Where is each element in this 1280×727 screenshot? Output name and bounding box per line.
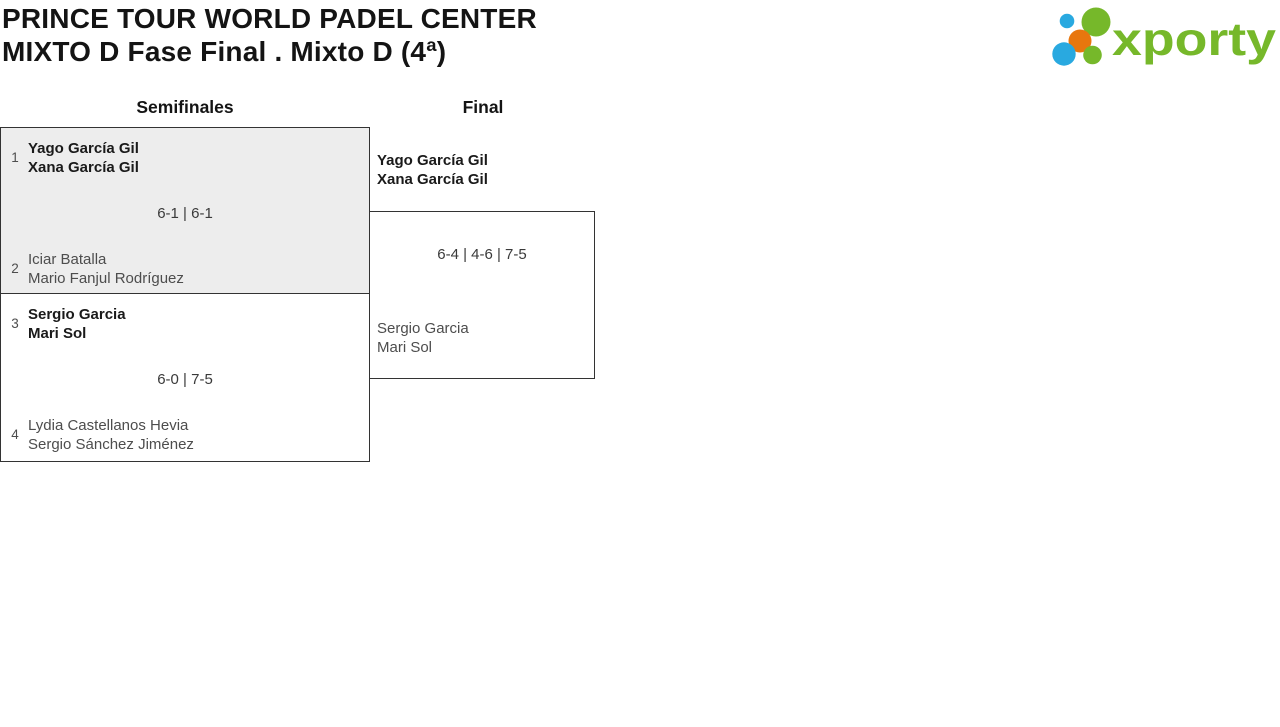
final-team-name: Yago García Gil Xana García Gil (377, 151, 488, 189)
team-name-line: Xana García Gil (28, 159, 139, 176)
final-match-score: 6-4 | 4-6 | 7-5 (437, 246, 527, 263)
team-name: Lydia Castellanos Hevia Sergio Sánchez J… (28, 416, 194, 454)
team-name: Sergio Garcia Mari Sol (28, 305, 126, 343)
page-title: PRINCE TOUR WORLD PADEL CENTER MIXTO D F… (2, 2, 537, 68)
logo-dots-icon (1052, 7, 1111, 66)
final-team-name: Sergio Garcia Mari Sol (377, 319, 469, 357)
seed-number: 1 (11, 150, 19, 165)
seed-number: 3 (11, 316, 19, 331)
semifinal-1-match: 1 Yago García Gil Xana García Gil 6-1 | … (0, 127, 370, 294)
team-name: Iciar Batalla Mario Fanjul Rodríguez (28, 250, 184, 288)
team-name-line: Lydia Castellanos Hevia (28, 417, 189, 434)
team-name-line: Sergio Garcia (28, 306, 126, 323)
match-score: 6-0 | 7-5 (157, 371, 213, 388)
team-name-line: Sergio Garcia (377, 320, 469, 337)
round-header-semifinales: Semifinales (136, 97, 234, 117)
semifinal-2-match: 3 Sergio Garcia Mari Sol 6-0 | 7-5 4 Lyd… (0, 293, 370, 462)
xporty-logo-text: xporty (1112, 13, 1276, 65)
team-name-line: Yago García Gil (377, 152, 488, 169)
seed-number: 2 (11, 261, 19, 276)
page-title-line2: MIXTO D Fase Final . Mixto D (4ª) (2, 36, 447, 67)
team-name-line: Mari Sol (377, 339, 433, 356)
team-name-line: Xana García Gil (377, 171, 488, 188)
team-name-line: Yago García Gil (28, 140, 139, 157)
team-name: Yago García Gil Xana García Gil (28, 139, 139, 177)
xporty-logo[interactable]: xporty (1048, 4, 1280, 70)
round-header-final: Final (462, 97, 504, 117)
team-name-line: Mario Fanjul Rodríguez (28, 270, 184, 287)
seed-number: 4 (11, 427, 19, 442)
team-name-line: Iciar Batalla (28, 251, 107, 268)
final-match-box (369, 211, 595, 379)
team-name-line: Sergio Sánchez Jiménez (28, 436, 194, 453)
page-title-line1: PRINCE TOUR WORLD PADEL CENTER (2, 3, 537, 34)
team-name-line: Mari Sol (28, 325, 87, 342)
match-score: 6-1 | 6-1 (157, 205, 213, 222)
